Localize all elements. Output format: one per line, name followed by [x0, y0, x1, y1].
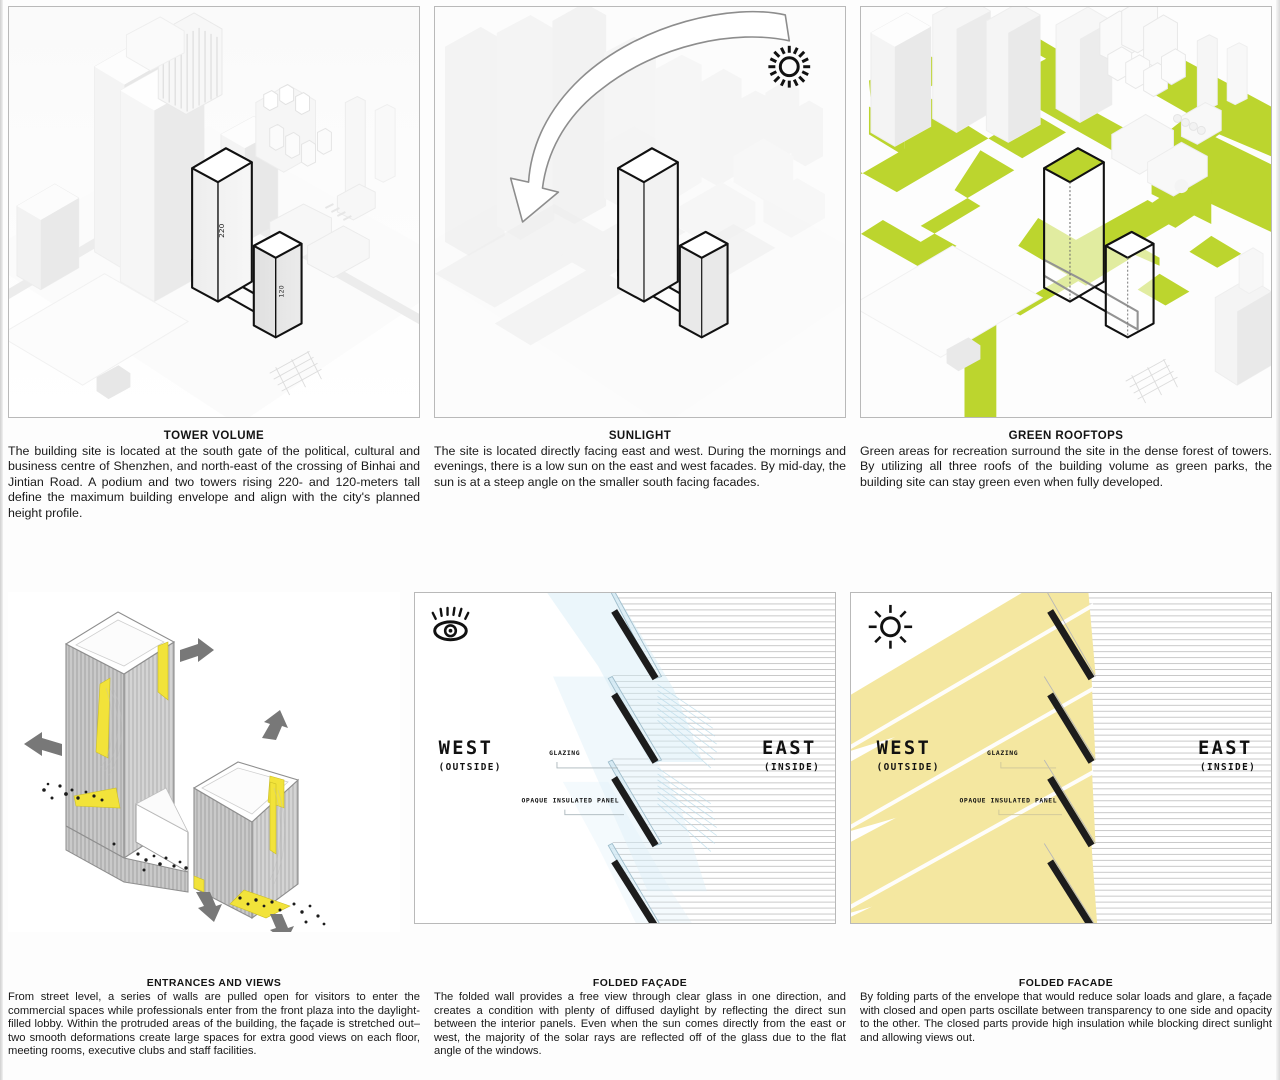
- top-panel-row: 220 120: [8, 6, 1272, 418]
- callout-opaque-panel: OPAQUE INSULATED PANEL: [521, 797, 619, 805]
- direction-arrows: [24, 638, 294, 932]
- page-edge-left: [0, 0, 3, 1080]
- panel-green-rooftops[interactable]: [860, 6, 1272, 418]
- caption-folded-facade-view: FOLDED FAÇADE The folded wall provides a…: [434, 978, 846, 1076]
- callout-opaque-leader: [998, 809, 1062, 816]
- caption-heading: FOLDED FACADE: [1018, 978, 1114, 989]
- people-dots: [42, 782, 326, 926]
- short-tower: [192, 761, 300, 920]
- callout-glazing: GLAZING: [987, 749, 1018, 757]
- bottom-panel-row: WEST (OUTSIDE) EAST (INSIDE) GLAZING OPA…: [8, 592, 1272, 932]
- caption-heading: ENTRANCES AND VIEWS: [146, 978, 282, 989]
- caption-heading: FOLDED FAÇADE: [592, 978, 688, 989]
- label-east-sub: (INSIDE): [1200, 762, 1256, 773]
- panel-folded-facade-sun[interactable]: WEST (OUTSIDE) EAST (INSIDE) GLAZING OPA…: [850, 592, 1272, 924]
- top-caption-row: TOWER VOLUME The building site is locate…: [8, 430, 1272, 580]
- label-west: WEST: [877, 738, 932, 759]
- callout-opaque-panel: OPAQUE INSULATED PANEL: [959, 797, 1057, 805]
- caption-heading: SUNLIGHT: [608, 430, 672, 442]
- panel-sunlight[interactable]: [434, 6, 846, 418]
- caption-folded-facade-sun: FOLDED FACADE By folding parts of the en…: [860, 978, 1272, 1076]
- interior-hatch: [1044, 593, 1271, 923]
- panel-folded-facade-view[interactable]: WEST (OUTSIDE) EAST (INSIDE) GLAZING OPA…: [414, 592, 836, 924]
- label-west: WEST: [439, 738, 494, 759]
- glazing-panels: [1043, 593, 1096, 923]
- panel-entrances-views[interactable]: [8, 592, 400, 932]
- label-west-sub: (OUTSIDE): [877, 762, 940, 773]
- caption-body: By folding parts of the envelope that wo…: [860, 991, 1272, 1044]
- panel-tower-volume[interactable]: 220 120: [8, 6, 420, 418]
- podium: [65, 787, 189, 893]
- opaque-insulated-panels: [611, 609, 659, 923]
- callout-opaque-leader: [564, 809, 625, 816]
- caption-body: From street level, a series of walls are…: [8, 991, 420, 1058]
- caption-heading: TOWER VOLUME: [163, 430, 265, 442]
- callout-glazing-leader: [1000, 761, 1057, 769]
- tower-height-220: 220: [217, 223, 226, 237]
- tall-tower: [64, 611, 176, 860]
- caption-body: The site is located directly facing east…: [434, 444, 846, 489]
- caption-green-rooftops: GREEN ROOFTOPS Green areas for recreatio…: [860, 430, 1272, 580]
- sun-path-arrow: [509, 10, 791, 223]
- solar-beam: [851, 593, 1098, 923]
- caption-entrances-views: ENTRANCES AND VIEWS From street level, a…: [8, 978, 420, 1076]
- caption-body: The building site is located at the sout…: [8, 444, 420, 520]
- bottom-caption-row: ENTRANCES AND VIEWS From street level, a…: [8, 978, 1272, 1076]
- label-east: EAST: [762, 738, 817, 759]
- caption-body: The folded wall provides a free view thr…: [434, 991, 846, 1058]
- site-volume-green: [1043, 147, 1155, 339]
- label-east-sub: (INSIDE): [764, 762, 820, 773]
- callout-glazing-leader: [556, 761, 619, 769]
- tower-height-120: 120: [278, 285, 286, 297]
- caption-heading: GREEN ROOFTOPS: [1008, 430, 1124, 442]
- caption-tower-volume: TOWER VOLUME The building site is locate…: [8, 430, 420, 580]
- caption-sunlight: SUNLIGHT The site is located directly fa…: [434, 430, 846, 580]
- page-edge-right: [1276, 0, 1280, 1080]
- eye-icon: [431, 606, 470, 642]
- opaque-insulated-panels: [1047, 609, 1095, 923]
- caption-body: Green areas for recreation surround the …: [860, 444, 1272, 489]
- label-west-sub: (OUTSIDE): [439, 762, 502, 773]
- callout-glazing: GLAZING: [549, 749, 580, 757]
- label-east: EAST: [1198, 738, 1253, 759]
- sun-icon: [868, 604, 913, 649]
- sun-icon: [768, 45, 811, 88]
